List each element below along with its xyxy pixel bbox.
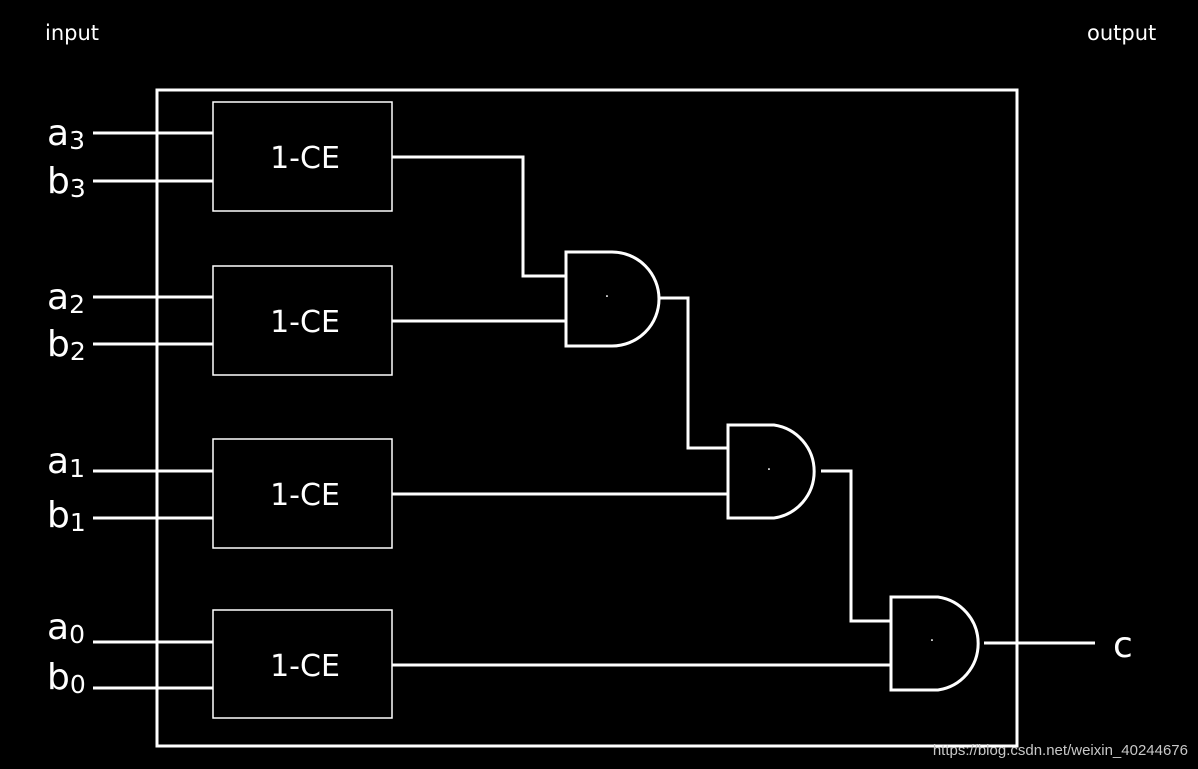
and-gate-1 — [564, 250, 661, 348]
output-header: output — [1087, 21, 1156, 45]
input-label-b3: b3 — [47, 161, 86, 203]
internal-wires — [392, 155, 1095, 667]
wire-gate2-to-gate3 — [821, 469, 891, 623]
and-gate-1-symbol: · — [605, 289, 609, 305]
ce-block-2-label: 1-CE — [270, 305, 340, 340]
wire-gate1-to-gate2 — [659, 296, 728, 450]
input-wires — [93, 131, 213, 690]
input-label-a3: a3 — [47, 113, 85, 155]
input-label-a1: a1 — [47, 441, 85, 483]
input-label-b2: b2 — [47, 324, 86, 366]
outer-module-box — [155, 88, 1019, 748]
input-label-a0: a0 — [47, 607, 85, 649]
and-gate-3 — [889, 595, 980, 692]
and-gate-2-symbol: · — [767, 462, 771, 478]
ce-block-1 — [212, 438, 393, 549]
ce-block-2 — [212, 265, 393, 376]
ce-block-3 — [212, 101, 393, 212]
and-gate-2 — [726, 423, 816, 520]
output-label-c: c — [1113, 625, 1133, 666]
wire-ce3-to-gate1 — [392, 155, 566, 278]
input-label-a2: a2 — [47, 277, 85, 319]
and-gate-3-symbol: · — [930, 633, 934, 649]
ce-block-1-label: 1-CE — [270, 478, 340, 513]
input-label-b0: b0 — [47, 657, 86, 699]
ce-block-0 — [212, 609, 393, 719]
watermark-url: https://blog.csdn.net/weixin_40244676 — [933, 742, 1188, 759]
input-header: input — [45, 21, 99, 45]
input-label-b1: b1 — [47, 495, 86, 537]
ce-block-3-label: 1-CE — [270, 141, 340, 176]
ce-block-0-label: 1-CE — [270, 649, 340, 684]
